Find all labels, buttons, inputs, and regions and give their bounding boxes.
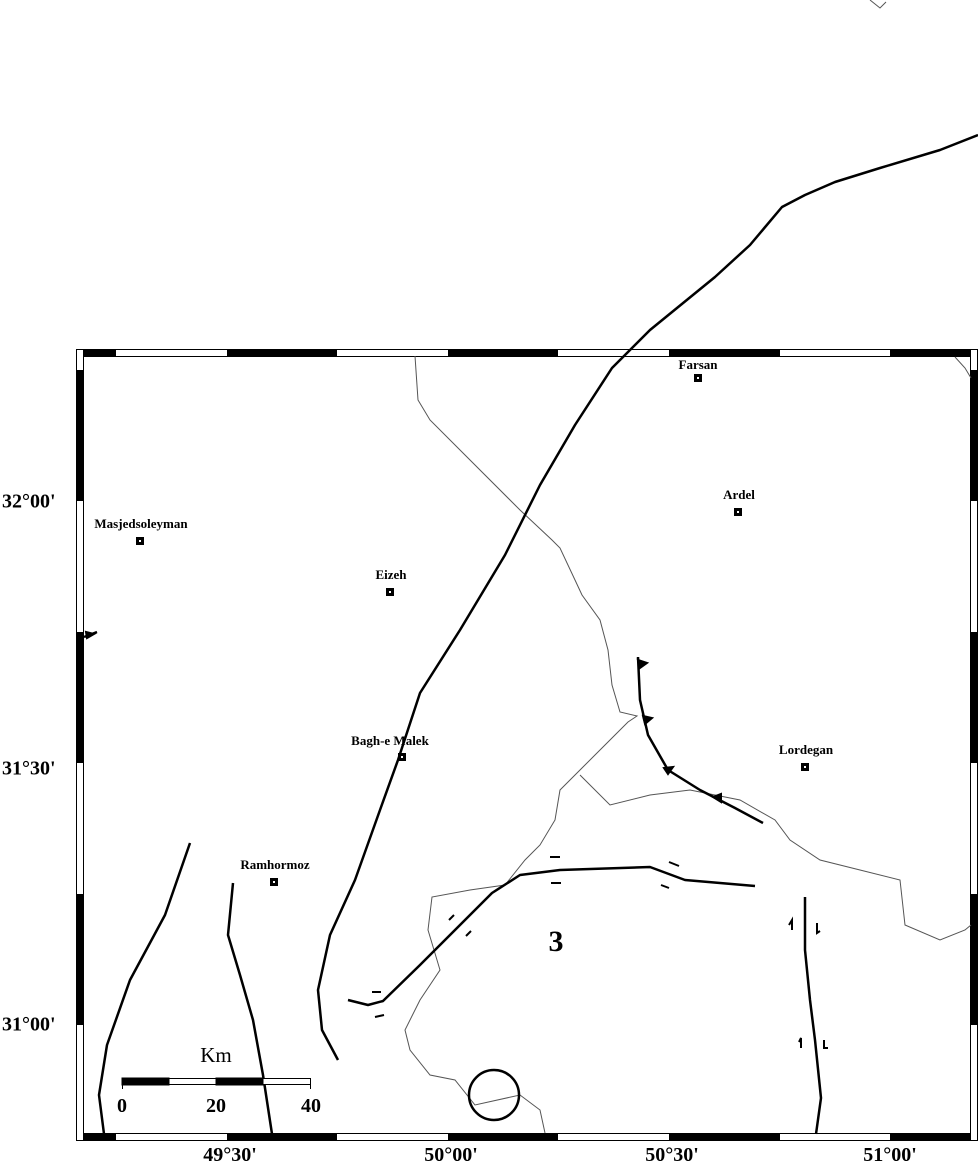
fault-central — [347, 865, 756, 1007]
fault-main — [316, 133, 978, 1061]
fault-west-1 — [97, 842, 192, 1135]
river-top — [869, 0, 887, 9]
city-marker-farsan — [694, 374, 702, 382]
scale-tick-40: 40 — [301, 1095, 321, 1117]
river-branch — [579, 774, 972, 941]
epicenter-circle — [467, 1068, 521, 1122]
lon-label-50-30: 50°30' — [645, 1144, 699, 1166]
city-label-masjedsoleyman: Masjedsoleyman — [94, 516, 188, 531]
frame-ticks — [77, 350, 977, 1140]
fault-east — [803, 897, 823, 1135]
map-frame — [76, 349, 978, 1141]
lon-label-49-30: 49°30' — [203, 1144, 257, 1166]
city-marker-bagh-e-malek — [398, 753, 406, 761]
faults — [83, 133, 978, 1135]
city-marker-masjedsoleyman — [136, 537, 144, 545]
city-label-farsan: Farsan — [678, 357, 718, 372]
city-label-ramhormoz: Ramhormoz — [240, 857, 310, 872]
lon-label-51-00: 51°00' — [863, 1144, 917, 1166]
city-marker-eizeh — [386, 588, 394, 596]
city-label-lordegan: Lordegan — [778, 742, 834, 757]
river-main — [404, 355, 639, 1134]
lat-label-31-30: 31°30' — [2, 757, 56, 780]
fault-west-2 — [226, 882, 274, 1135]
river-corner — [954, 356, 972, 379]
fault-markers — [84, 630, 828, 1049]
lat-label-32-00: 32°00' — [2, 490, 56, 513]
city-marker-ramhormoz — [270, 878, 278, 886]
city-label-bagh-e-malek: Bagh-e Malek — [351, 733, 429, 748]
rivers — [404, 0, 972, 1134]
city-label-eizeh: Eizeh — [375, 567, 407, 582]
lon-label-50-00: 50°00' — [424, 1144, 478, 1166]
lat-label-31-00: 31°00' — [2, 1013, 56, 1036]
city-marker-ardel — [734, 508, 742, 516]
city-label-ardel: Ardel — [723, 487, 755, 502]
scale-tick-0: 0 — [117, 1095, 127, 1117]
region-label: 3 — [548, 925, 564, 958]
scale-bar — [121, 1077, 311, 1089]
city-markers — [136, 374, 809, 886]
scale-unit: Km — [200, 1043, 232, 1067]
scale-tick-20: 20 — [206, 1095, 226, 1117]
city-marker-lordegan — [801, 763, 809, 771]
fault-thrust — [636, 656, 764, 825]
